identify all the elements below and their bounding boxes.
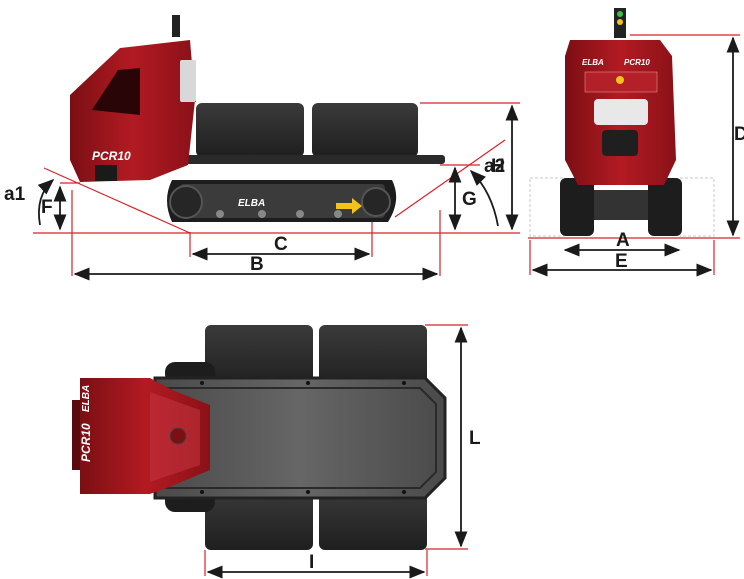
top-bolt [200,490,204,494]
front-radiator-opening [602,130,638,156]
label-h: H [491,156,505,177]
label-a: A [616,230,630,251]
top-bolt [306,381,310,385]
top-bolt [306,490,310,494]
label-a1: a1 [4,184,26,205]
side-machine: ELBA PCR10 [70,15,445,222]
top-bolt [402,490,406,494]
top-model-label: PCR10 [79,423,93,462]
side-track-logo: ELBA [238,198,265,209]
top-bucket-upper-left [205,325,313,387]
front-ghost-track-right [679,177,715,237]
approach-angle-line [43,167,191,234]
label-e: E [615,251,628,272]
top-front-grille [72,400,80,470]
label-c: C [274,234,288,255]
front-model-label: PCR10 [624,58,650,67]
side-roller [334,210,342,218]
label-b: B [250,254,264,275]
front-grille [594,99,648,125]
side-view: ELBA PCR10 a1 F a2 G H C B [4,15,520,281]
side-roller [216,210,224,218]
side-roller [296,210,304,218]
side-idler-wheel [361,187,391,217]
front-logo: ELBA [582,58,604,67]
label-a2: a2 [484,156,505,177]
front-beacon-yellow [617,19,623,25]
side-exhaust-box [180,60,196,102]
label-i: I [309,552,314,573]
front-track-left [560,178,594,236]
front-key-switch [616,76,624,84]
top-bolt [200,381,204,385]
top-deck-frame [165,387,437,489]
top-deck [153,376,447,500]
top-bucket-upper-right [319,325,427,387]
front-view: ELBA PCR10 D A E [528,8,744,277]
side-roller [258,210,266,218]
a1-angle-arrow [37,178,55,226]
label-l: L [469,428,481,449]
side-bucket-rear [312,103,418,157]
top-logo: ELBA [81,385,92,412]
front-undercarriage [594,190,648,220]
side-frame-rail [160,155,445,164]
side-lamp [95,165,117,181]
label-d: D [734,124,744,145]
side-beacon-mast [172,15,180,37]
side-track-frame [180,184,385,218]
front-track-right [648,178,682,236]
label-f: F [41,197,53,218]
top-bucket-lower-right [319,488,427,550]
front-ghost-track-left [529,177,565,237]
a2-angle-arrow [469,169,499,227]
side-model-label: PCR10 [92,149,131,163]
top-bucket-lower-left [205,488,313,550]
front-beacon-green [617,11,623,17]
side-cab-window [92,68,140,115]
side-bucket-front [196,103,304,157]
label-g: G [462,189,477,210]
top-bolt [402,381,406,385]
side-drive-sprocket [169,185,203,219]
top-fuel-cap [169,427,187,445]
top-view: ELBA PCR10 L I [72,324,481,579]
side-direction-arrow [336,198,362,214]
